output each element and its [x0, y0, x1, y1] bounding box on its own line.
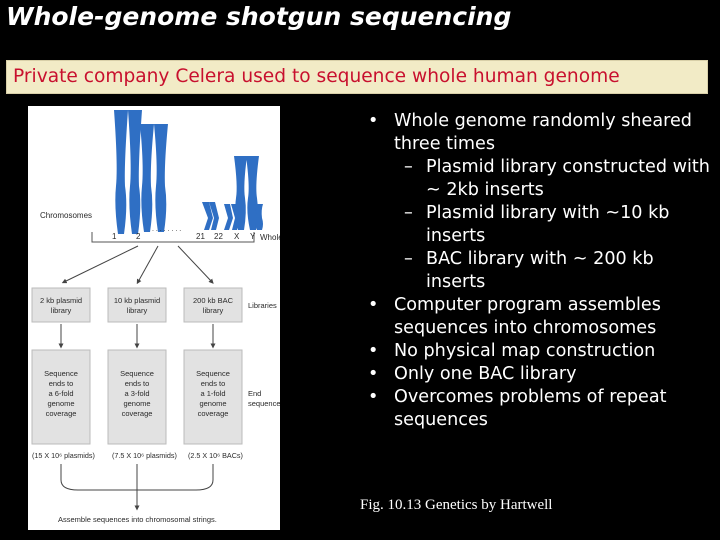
chromosome-2-icon: [140, 124, 154, 232]
sub-bullet-2kb: –Plasmid library constructed with ~ 2kb …: [404, 157, 710, 200]
subtitle-text: Private company Celera used to sequence …: [13, 66, 620, 87]
chrom-dots: . . . . . . . .: [152, 226, 181, 233]
libraries-label: Libraries: [248, 301, 277, 310]
whole-genome-label: Whole genome: [260, 233, 280, 242]
count-10kb: (7.5 X 10⁶ plasmids): [112, 451, 177, 460]
chromosome-icons: [114, 110, 263, 234]
chrom-number-2: 2: [136, 232, 141, 241]
chromosome-x-icon: [234, 156, 247, 230]
sub-bullet-10kb: –Plasmid library with ~10 kb inserts: [404, 203, 670, 246]
figure-caption: Fig. 10.13 Genetics by Hartwell: [360, 497, 553, 513]
chrom-number-1: 1: [112, 232, 117, 241]
sub-bullet-bac: –BAC library with ~ 200 kb inserts: [404, 249, 654, 292]
subtitle-banner: Private company Celera used to sequence …: [6, 60, 708, 94]
genome-figure: Chromosomes 1 2 . . . . . . . . 21 22 X …: [28, 106, 280, 530]
assemble-label: Assemble sequences into chromosomal stri…: [58, 515, 217, 524]
bullet-list: Whole genome randomly sheared three time…: [366, 110, 716, 432]
chrom-number-22: 22: [214, 232, 223, 241]
bullet-repeats: Overcomes problems of repeat sequences: [366, 386, 716, 432]
count-2kb: (15 X 10⁶ plasmids): [32, 451, 95, 460]
figure-diagram: Chromosomes 1 2 . . . . . . . . 21 22 X …: [31, 110, 280, 524]
chromosome-y-icon: [254, 204, 263, 230]
bullet-sheared: Whole genome randomly sheared three time…: [366, 110, 716, 156]
sequences-label: sequences: [248, 399, 280, 408]
count-bac: (2.5 X 10⁶ BACs): [188, 451, 243, 460]
end-label: End: [248, 389, 261, 398]
chromosome-21-icon: [202, 202, 213, 230]
slide-title: Whole-genome shotgun sequencing: [6, 2, 512, 31]
chrom-number-y: Y: [250, 232, 256, 241]
chrom-number-x: X: [234, 232, 240, 241]
bullet-assembles: Computer program assembles sequences int…: [366, 294, 716, 340]
chromosome-1-icon: [114, 110, 128, 234]
bullet-no-map: No physical map construction: [366, 340, 716, 363]
chrom-number-21: 21: [196, 232, 205, 241]
bullet-one-bac: Only one BAC library: [366, 363, 716, 386]
chromosomes-label: Chromosomes: [40, 211, 92, 220]
chromosome-22-icon: [224, 204, 233, 230]
